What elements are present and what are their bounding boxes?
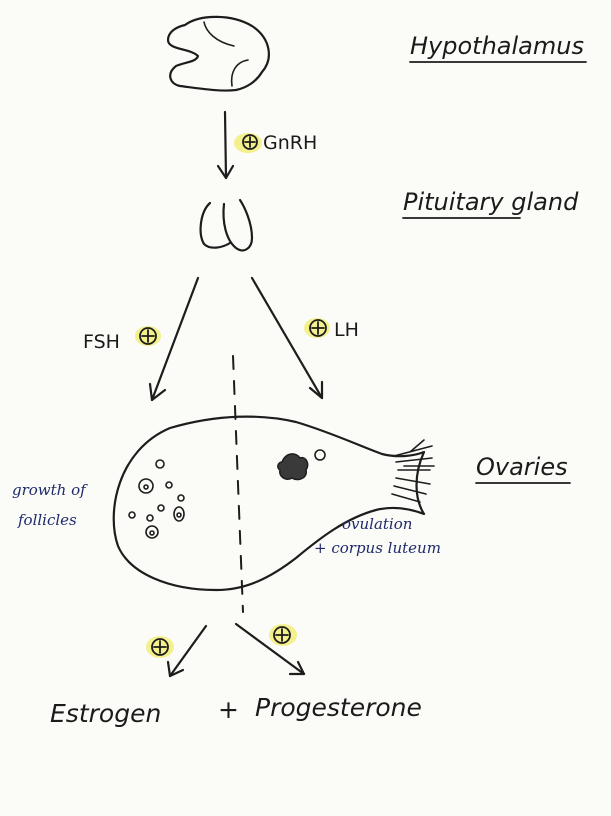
fsh-stimulation: [135, 326, 161, 346]
ovulation-note-line1: ovulation: [342, 515, 412, 533]
ovulation-note-line2: + corpus luteum: [314, 539, 441, 557]
gnrh-arrow: [225, 112, 226, 178]
follicle: [150, 531, 154, 535]
follicle: [178, 495, 184, 501]
estrogen-stimulation: [146, 636, 174, 658]
corpus-luteum: [278, 450, 325, 480]
ovulated-follicle: [315, 450, 325, 460]
lh-stimulation: [304, 318, 330, 338]
follicle: [174, 507, 184, 521]
follicle: [156, 460, 164, 468]
pituitary-drawing: [201, 200, 252, 250]
follicles-note-line1: growth of: [12, 481, 88, 499]
follicle: [166, 482, 172, 488]
estrogen-label: Estrogen: [50, 699, 161, 728]
follicle: [158, 505, 164, 511]
follicle: [177, 513, 181, 517]
follicle: [129, 512, 135, 518]
progesterone-stimulation: [269, 624, 297, 646]
follicle: [147, 515, 153, 521]
hypothalamus-label: Hypothalamus: [410, 32, 584, 60]
fimbriae: [392, 440, 434, 502]
gnrh-label: GnRH: [263, 132, 317, 154]
follicle: [146, 526, 158, 538]
follicle: [139, 479, 153, 493]
ovary-drawing: [114, 417, 434, 590]
follicle: [144, 485, 148, 489]
estrogen-arrow: [170, 626, 206, 676]
progesterone-label: Progesterone: [255, 693, 422, 722]
lh-label: LH: [334, 319, 359, 341]
hypothalamus-drawing: [168, 17, 269, 91]
lh-arrow: [252, 278, 322, 398]
gnrh-stimulation: [234, 133, 262, 153]
pituitary-label: Pituitary gland: [403, 188, 579, 216]
lh-arrowhead: [310, 382, 322, 398]
follicles: [129, 460, 184, 538]
dashed-divider: [233, 356, 243, 612]
ovaries-label: Ovaries: [476, 453, 568, 481]
products-plus: +: [218, 695, 239, 724]
corpus-luteum-mass: [278, 454, 308, 480]
follicles-note-line2: follicles: [17, 511, 77, 529]
fsh-label: FSH: [83, 331, 120, 353]
